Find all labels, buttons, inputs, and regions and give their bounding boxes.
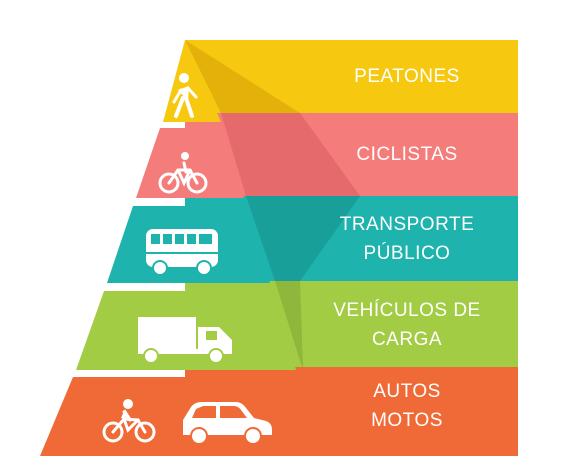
fold-shadow-transporte [246, 196, 360, 281]
label-autos-motos: AUTOS MOTOS [300, 377, 514, 435]
bicycle-icon [158, 152, 208, 194]
label-line: TRANSPORTE [339, 214, 475, 235]
tier-peatones [163, 40, 221, 122]
label-vehiculos-de-carga: VEHÍCULOS DE CARGA [300, 296, 514, 354]
label-line: PEATONES [354, 66, 460, 87]
label-line: PÚBLICO [363, 243, 451, 264]
label-line: VEHÍCULOS DE [333, 300, 481, 321]
fold-shadow-carga [275, 281, 303, 367]
label-line: CARGA [371, 329, 443, 350]
bus-icon [146, 229, 218, 276]
label-line: CICLISTAS [356, 144, 458, 165]
label-peatones: PEATONES [300, 62, 514, 91]
label-line: AUTOS [373, 381, 441, 402]
tier-ciclistas [136, 128, 244, 198]
label-line: MOTOS [371, 410, 443, 431]
car-icon [183, 402, 272, 445]
fold-shadow-peatones [185, 40, 300, 113]
pedestrian-icon [172, 73, 198, 118]
truck-icon [138, 317, 232, 364]
motorcycle-icon [102, 399, 156, 443]
fold-shadow-ciclistas [221, 113, 360, 196]
label-ciclistas: CICLISTAS [300, 140, 514, 169]
tier-autos-motos [40, 377, 324, 456]
label-transporte-publico: TRANSPORTE PÚBLICO [300, 210, 514, 268]
